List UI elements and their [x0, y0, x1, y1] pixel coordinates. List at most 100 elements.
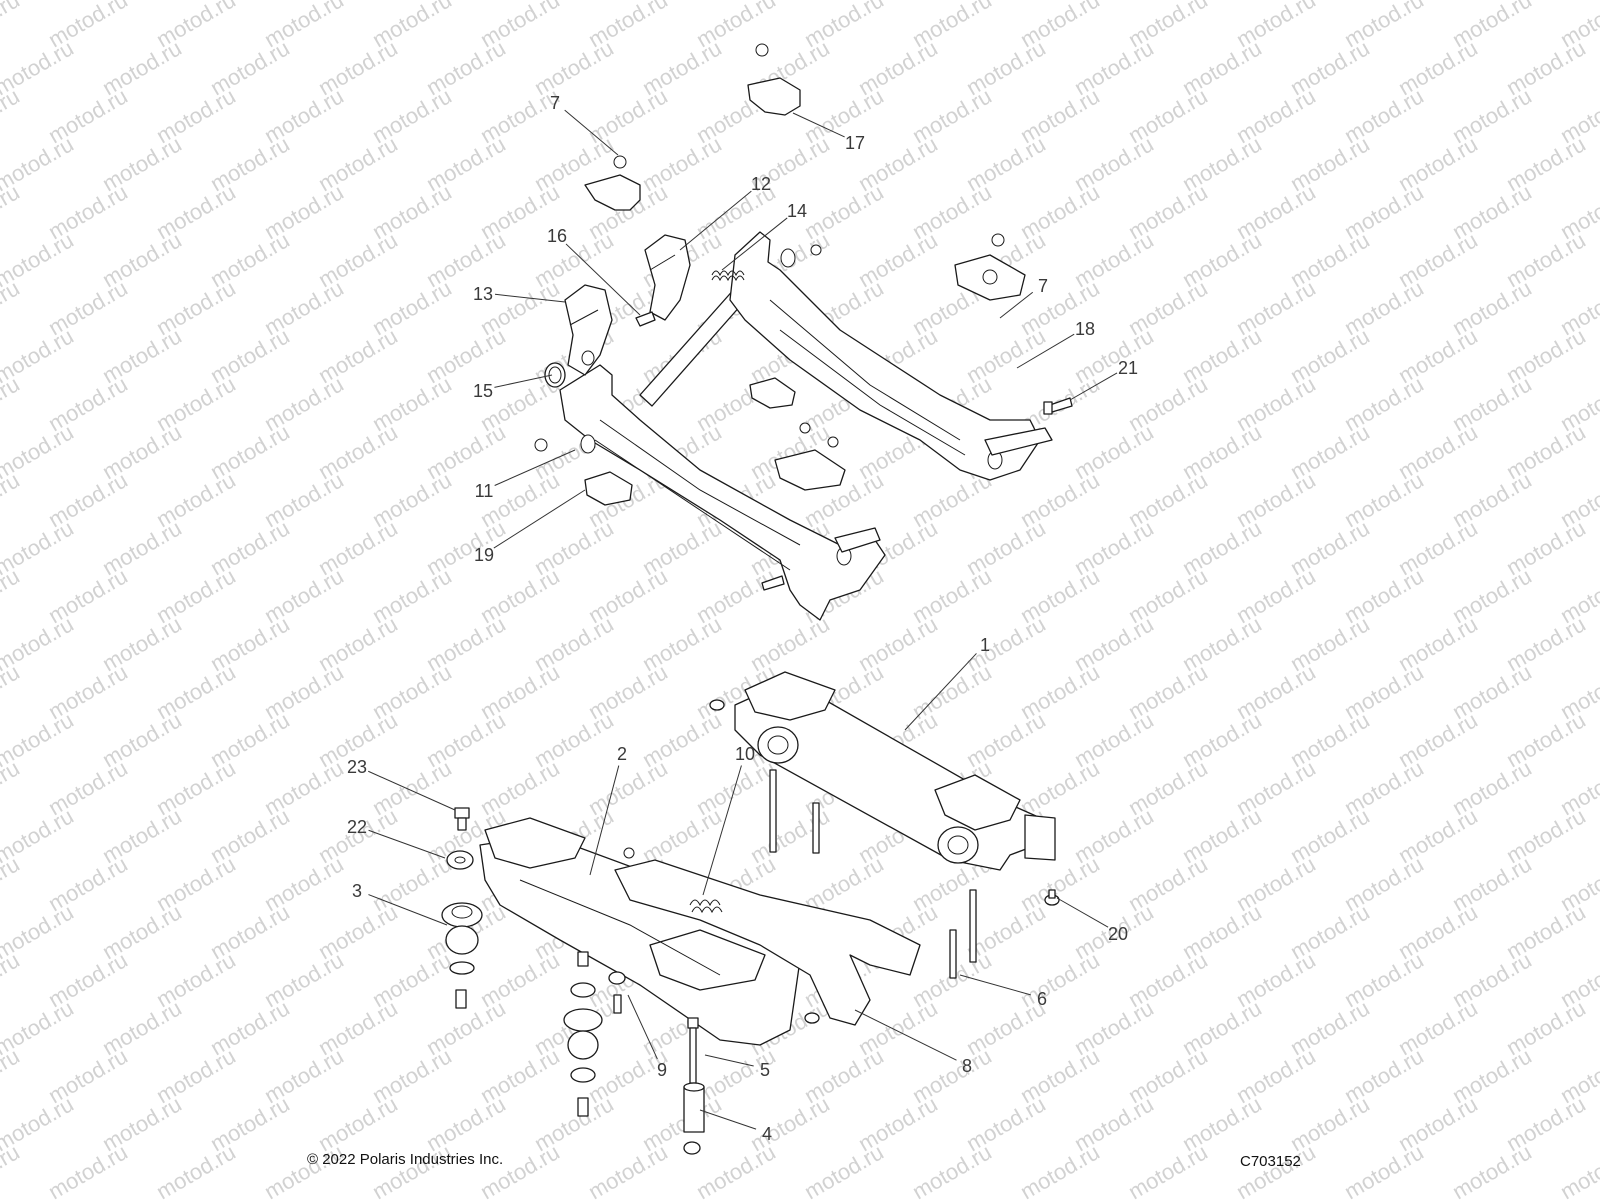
callout-label-8: 8 [962, 1056, 972, 1076]
callout-leader-13 [494, 293, 566, 303]
diagram-code: C703152 [1240, 1153, 1301, 1170]
callout-leader-16 [565, 243, 641, 316]
watermark-text: motod.ru [44, 1139, 132, 1200]
pin-16 [635, 311, 656, 327]
watermark-text: motod.ru [584, 1139, 672, 1200]
spring-14 [711, 270, 745, 282]
spring-15 [544, 362, 566, 388]
spacer-4 [683, 1082, 705, 1155]
watermark-text: motod.ru [1124, 1139, 1212, 1200]
watermark-text: motod.ru [0, 83, 24, 148]
callout-leader-21 [1069, 372, 1118, 401]
callout-label-16: 16 [547, 226, 567, 246]
watermark-text: motod.ru [260, 1139, 348, 1200]
watermark-text: motod.ru [0, 371, 24, 436]
watermark-text: motod.ru [0, 755, 24, 820]
callout-leader-7 [999, 291, 1034, 319]
bushing-3 [441, 902, 483, 1009]
bolt-21 [1043, 397, 1073, 415]
watermark-text: motod.ru [0, 467, 24, 532]
watermark-text: motod.ru [0, 851, 24, 916]
watermark-text: motod.ru [0, 1139, 24, 1200]
callout-leader-19 [493, 489, 586, 549]
callout-leader-1 [904, 653, 977, 731]
watermark-text: motod.ru [152, 1139, 240, 1200]
callout-leader-17 [792, 112, 845, 138]
front-base-frame-2 [479, 817, 801, 1046]
callout-label-21: 21 [1118, 358, 1138, 378]
watermark-text: motod.ru [1556, 1139, 1600, 1200]
left-side-arm [559, 364, 886, 621]
watermark-text: motod.ru [800, 1139, 888, 1200]
watermark-text: motod.ru [0, 0, 24, 52]
callout-leader-8 [854, 1009, 957, 1061]
mid-plate [749, 244, 846, 491]
watermark-text: motod.ru [1016, 1139, 1104, 1200]
washer-22 [446, 850, 474, 870]
screw-left [623, 699, 820, 1024]
callout-label-14: 14 [787, 201, 807, 221]
watermark-text: motod.ru [368, 1139, 456, 1200]
callout-label-22: 22 [347, 817, 367, 837]
mounting-plate-18 [954, 233, 1026, 301]
lower-base-assembly [441, 671, 1060, 1155]
callout-label-1: 1 [980, 635, 990, 655]
callout-leader-14 [721, 217, 788, 271]
callout-leader-22 [368, 829, 446, 859]
callout-label-7: 7 [550, 93, 560, 113]
mounting-plate-19 [534, 438, 633, 506]
callout-label-13: 13 [473, 284, 493, 304]
watermark-text: motod.ru [0, 563, 24, 628]
watermark-text: motod.ru [0, 659, 24, 724]
callout-label-18: 18 [1075, 319, 1095, 339]
callout-leader-10 [702, 765, 742, 896]
screw-20 [1044, 889, 1060, 906]
callout-label-7: 7 [1038, 276, 1048, 296]
callout-leader-18 [1016, 333, 1075, 369]
callout-label-20: 20 [1108, 924, 1128, 944]
release-lever-8 [614, 859, 921, 1026]
right-side-arm [729, 231, 1053, 481]
latch-bracket-13 [564, 284, 613, 376]
callout-label-4: 4 [762, 1124, 772, 1144]
callout-label-6: 6 [1037, 989, 1047, 1009]
callout-leader-3 [368, 894, 448, 926]
strap-clamp-17 [747, 43, 801, 116]
watermark-text: motod.ru [476, 1139, 564, 1200]
callout-label-19: 19 [474, 545, 494, 565]
upper-seat-frame-assembly [534, 43, 1073, 621]
rear-base-frame-1 [734, 671, 1056, 871]
callout-leader-6 [959, 974, 1031, 996]
latch-bracket-12 [644, 234, 691, 321]
copyright-text: © 2022 Polaris Industries Inc. [307, 1151, 503, 1168]
strap-clamp-upper [584, 155, 641, 211]
watermark-text: motod.ru [0, 275, 24, 340]
watermark-text: motod.ru [0, 179, 24, 244]
bolt-23 [454, 807, 470, 831]
callout-label-9: 9 [657, 1060, 667, 1080]
rods-6 [769, 769, 977, 979]
callout-label-23: 23 [347, 757, 367, 777]
watermark-text: motod.ru [692, 1139, 780, 1200]
callout-label-5: 5 [760, 1060, 770, 1080]
callout-leader-11 [494, 449, 576, 486]
watermark-text: motod.ru [1448, 1139, 1536, 1200]
spring-10 [689, 899, 723, 914]
callout-leader-23 [368, 770, 456, 811]
washer-9 [608, 971, 626, 1014]
callout-leader-9 [627, 994, 658, 1060]
bushing-stack-center [563, 951, 603, 1117]
watermark-text: motod.ru [1340, 1139, 1428, 1200]
callout-label-2: 2 [617, 744, 627, 764]
callout-label-12: 12 [751, 174, 771, 194]
callout-leader-20 [1056, 897, 1109, 928]
callout-label-10: 10 [735, 744, 755, 764]
bolt-5 [687, 1017, 699, 1084]
callout-label-15: 15 [473, 381, 493, 401]
callout-leader-5 [704, 1054, 754, 1067]
callout-label-11: 11 [475, 481, 494, 501]
callout-leader-4 [699, 1109, 757, 1130]
